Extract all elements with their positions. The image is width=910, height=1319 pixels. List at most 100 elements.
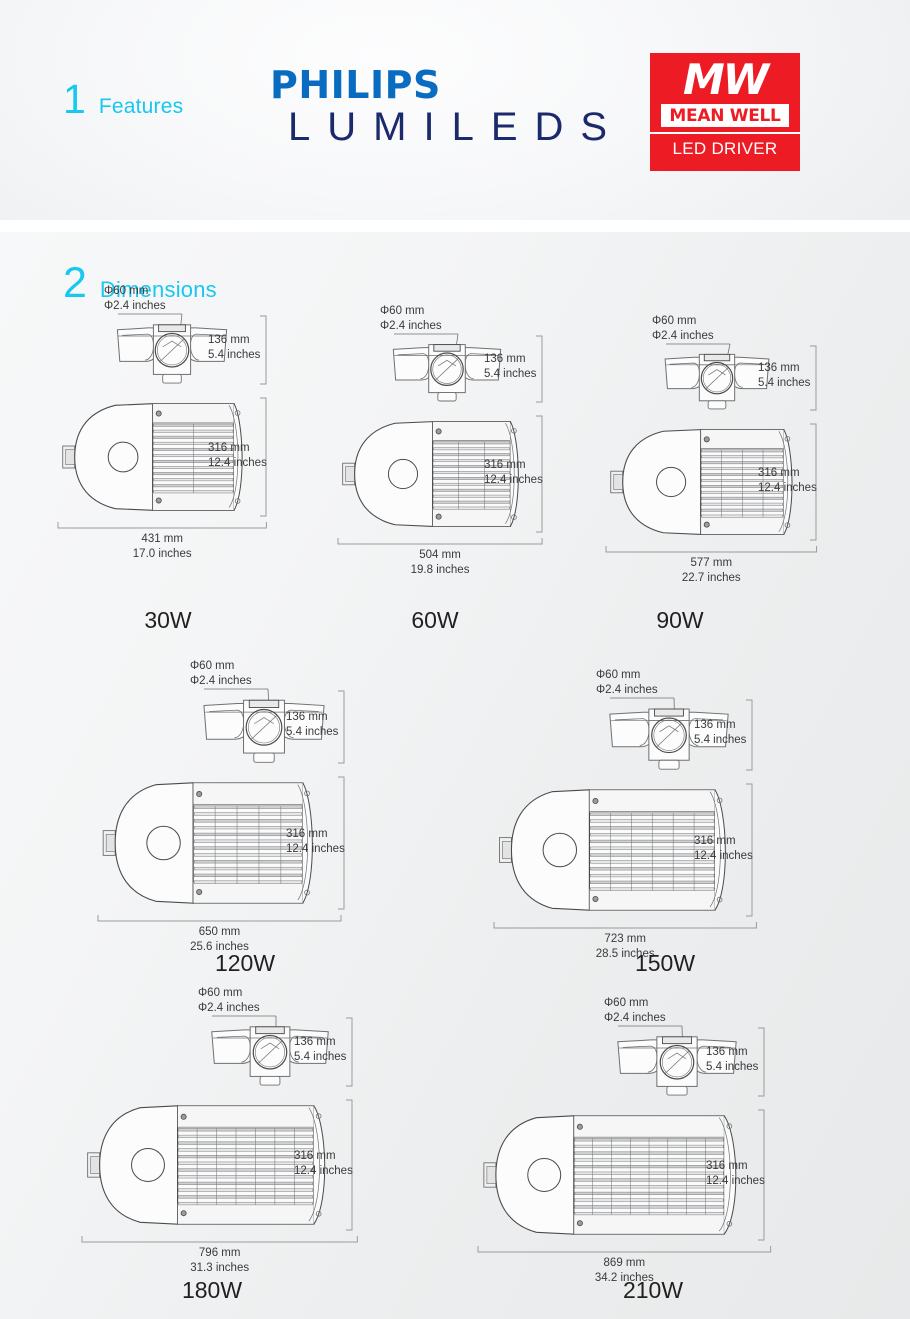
lamp-diagram-60W: Φ60 mm Φ2.4 inches 136 mm 5.4 inches 316…	[282, 304, 640, 577]
depth-inches: 12.4 inches	[758, 481, 817, 494]
diameter-callout-180W: Φ60 mm Φ2.4 inches	[198, 986, 260, 1015]
width-mm: 577 mm	[690, 557, 733, 569]
width-mm: 869 mm	[603, 1257, 646, 1269]
diameter-callout-60W: Φ60 mm Φ2.4 inches	[380, 304, 442, 333]
width-mm: 650 mm	[198, 926, 241, 938]
diameter-mm: Φ60 mm	[198, 987, 243, 999]
mean-well-mw-mark: MW	[682, 55, 769, 104]
diameter-callout-120W: Φ60 mm Φ2.4 inches	[190, 659, 252, 688]
width-inches: 31.3 inches	[190, 1261, 250, 1274]
diameter-mm: Φ60 mm	[604, 997, 649, 1009]
height-mm: 136 mm	[208, 334, 250, 346]
wattage-label-60W: 60W	[375, 607, 495, 634]
diameter-mm: Φ60 mm	[652, 315, 697, 327]
section-heading-dimensions: 2 Dimensions	[63, 262, 217, 305]
depth-mm: 316 mm	[706, 1160, 748, 1172]
height-mm: 136 mm	[294, 1036, 336, 1048]
wattage-value: 180W	[181, 1277, 243, 1303]
philips-wordmark: PHILIPS	[270, 63, 441, 107]
depth-inches: 12.4 inches	[706, 1174, 765, 1187]
width-dim-180W: 796 mm 31.3 inches	[82, 1246, 357, 1275]
lamp-drawing-90W	[605, 343, 818, 553]
depth-dim-90W: 316 mm 12.4 inches	[758, 466, 817, 495]
depth-mm: 316 mm	[758, 467, 800, 479]
wattage-label-120W: 120W	[185, 950, 305, 977]
mean-well-logo: MW MEAN WELL LED DRIVER	[650, 53, 800, 171]
lamp-diagram-90W: Φ60 mm Φ2.4 inches 136 mm 5.4 inches 316…	[550, 314, 910, 585]
mean-well-divider	[650, 132, 800, 134]
diameter-inches: Φ2.4 inches	[604, 1011, 666, 1024]
wattage-label-210W: 210W	[593, 1277, 713, 1304]
width-dim-150W: 723 mm 28.5 inches	[494, 932, 756, 961]
width-dim-90W: 577 mm 22.7 inches	[606, 556, 817, 585]
width-dim-30W: 431 mm 17.0 inches	[58, 532, 266, 561]
diameter-callout-30W: Φ60 mm Φ2.4 inches	[104, 284, 166, 313]
header-divider	[0, 220, 910, 232]
depth-inches: 12.4 inches	[484, 473, 543, 486]
width-dim-120W: 650 mm 25.6 inches	[98, 925, 341, 954]
wattage-label-180W: 180W	[152, 1277, 272, 1304]
wattage-value: 90W	[656, 607, 704, 633]
height-dim-180W: 136 mm 5.4 inches	[294, 1035, 346, 1064]
width-inches: 25.6 inches	[190, 940, 249, 953]
lamp-diagram-150W: Φ60 mm Φ2.4 inches 136 mm 5.4 inches 316…	[438, 668, 850, 961]
height-inches: 5.4 inches	[208, 348, 261, 361]
width-inches: 28.5 inches	[595, 947, 655, 960]
width-mm: 504 mm	[419, 549, 461, 561]
lamp-drawing-30W	[57, 313, 267, 529]
height-dim-90W: 136 mm 5.4 inches	[758, 361, 810, 390]
lamp-diagram-180W: Φ60 mm Φ2.4 inches 136 mm 5.4 inches 316…	[26, 986, 450, 1275]
wattage-value: 120W	[214, 950, 276, 976]
wattage-label-90W: 90W	[620, 607, 740, 634]
wattage-value: 60W	[411, 607, 459, 633]
width-mm: 431 mm	[141, 533, 183, 545]
section-title: Dimensions	[99, 277, 217, 302]
diameter-callout-90W: Φ60 mm Φ2.4 inches	[652, 314, 714, 343]
diameter-inches: Φ2.4 inches	[104, 299, 166, 312]
height-inches: 5.4 inches	[286, 725, 339, 738]
depth-dim-210W: 316 mm 12.4 inches	[706, 1159, 765, 1188]
height-dim-150W: 136 mm 5.4 inches	[694, 718, 746, 747]
diameter-inches: Φ2.4 inches	[190, 674, 252, 687]
diameter-callout-150W: Φ60 mm Φ2.4 inches	[596, 668, 658, 697]
height-dim-30W: 136 mm 5.4 inches	[208, 333, 260, 362]
width-dim-60W: 504 mm 19.8 inches	[338, 548, 542, 577]
depth-mm: 316 mm	[484, 459, 526, 471]
diameter-inches: Φ2.4 inches	[198, 1001, 260, 1014]
height-dim-120W: 136 mm 5.4 inches	[286, 710, 338, 739]
height-mm: 136 mm	[484, 353, 526, 365]
depth-dim-120W: 316 mm 12.4 inches	[286, 827, 345, 856]
width-inches: 17.0 inches	[132, 547, 192, 560]
height-dim-210W: 136 mm 5.4 inches	[706, 1045, 758, 1074]
wattage-value: 210W	[622, 1277, 684, 1303]
width-inches: 19.8 inches	[410, 563, 470, 576]
height-dim-60W: 136 mm 5.4 inches	[484, 352, 536, 381]
section-title: Features	[98, 95, 184, 118]
depth-inches: 12.4 inches	[294, 1164, 353, 1177]
depth-inches: 12.4 inches	[286, 842, 345, 855]
depth-mm: 316 mm	[694, 835, 736, 847]
lumileds-wordmark: LUMILEDS	[288, 105, 625, 149]
width-mm: 796 mm	[198, 1247, 241, 1259]
lamp-drawing-180W	[81, 1015, 358, 1243]
height-inches: 5.4 inches	[294, 1050, 347, 1063]
depth-mm: 316 mm	[286, 828, 328, 840]
section-number: 1	[63, 76, 86, 122]
depth-dim-30W: 316 mm 12.4 inches	[208, 441, 267, 470]
section-heading-features: 1 Features	[63, 79, 183, 120]
depth-dim-180W: 316 mm 12.4 inches	[294, 1149, 353, 1178]
diameter-mm: Φ60 mm	[190, 660, 235, 672]
height-inches: 5.4 inches	[484, 367, 537, 380]
lamp-drawing-120W	[97, 688, 345, 922]
diameter-mm: Φ60 mm	[380, 305, 425, 317]
wattage-value: 150W	[634, 950, 696, 976]
depth-inches: 12.4 inches	[208, 456, 267, 469]
diameter-inches: Φ2.4 inches	[596, 683, 658, 696]
depth-mm: 316 mm	[208, 442, 250, 454]
lamp-diagram-210W: Φ60 mm Φ2.4 inches 136 mm 5.4 inches 316…	[422, 996, 862, 1284]
mean-well-name-box: MEAN WELL	[661, 104, 789, 127]
lamp-diagram-30W: Φ60 mm Φ2.4 inches 136 mm 5.4 inches 316…	[2, 284, 364, 561]
wattage-value: 30W	[144, 607, 192, 633]
height-mm: 136 mm	[286, 711, 328, 723]
width-mm: 723 mm	[604, 933, 646, 945]
